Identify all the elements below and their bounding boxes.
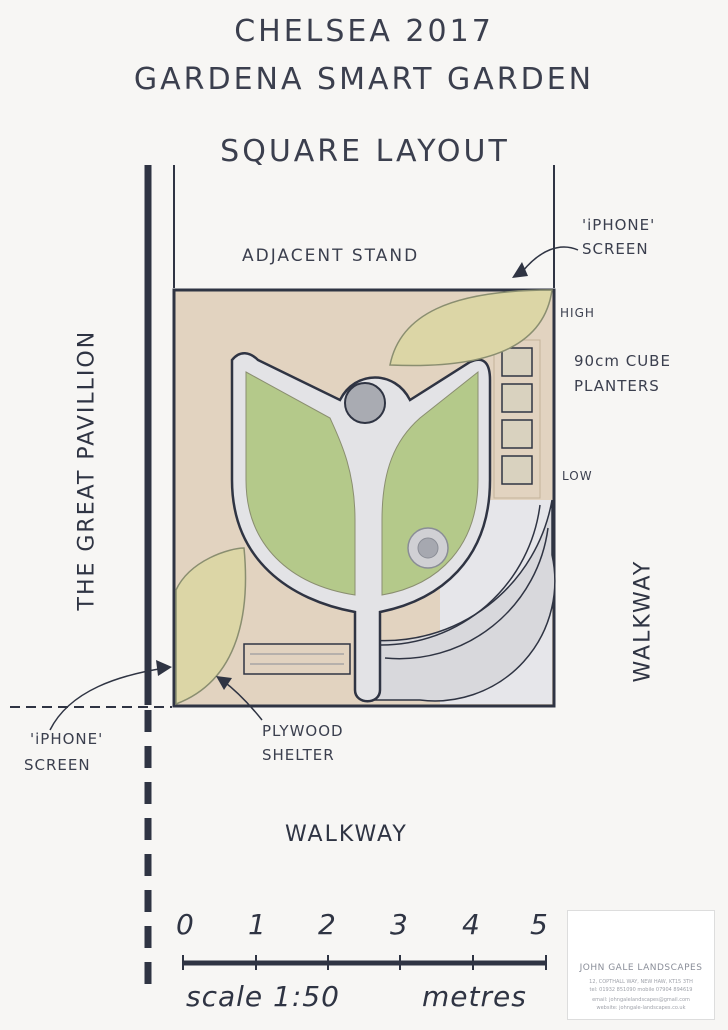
title-line-3: SQUARE LAYOUT bbox=[220, 134, 510, 169]
company-website: website: johngale-landscapes.co.uk bbox=[596, 1005, 686, 1011]
low-label: LOW bbox=[562, 469, 593, 483]
title-line-2: GARDENA SMART GARDEN bbox=[133, 62, 595, 97]
cube-planter bbox=[501, 347, 533, 377]
iphone-screen-top-label-1: 'iPHONE' bbox=[582, 216, 656, 234]
iphone-screen-bottom-label-1: 'iPHONE' bbox=[30, 730, 104, 748]
scale-tick-0: 0 bbox=[176, 908, 196, 941]
water-feature-icon bbox=[344, 382, 386, 424]
tulip-stem bbox=[360, 440, 376, 690]
high-label: HIGH bbox=[560, 306, 595, 320]
title-line-1: CHELSEA 2017 bbox=[234, 14, 494, 49]
lawn-left bbox=[245, 371, 356, 596]
plywood-label-2: SHELTER bbox=[262, 746, 335, 764]
plywood-label-1: PLYWOOD bbox=[262, 722, 344, 740]
great-pavillion-label: THE GREAT PAVILLION bbox=[74, 329, 100, 611]
iphone-screen-top-label-2: SCREEN bbox=[582, 240, 649, 258]
company-logo: JOHN GALE LANDSCAPES 12, COPTHALL WAY, N… bbox=[567, 910, 715, 1020]
arrow-top bbox=[521, 246, 579, 273]
scale-caption: scale 1:50 bbox=[186, 980, 340, 1013]
company-address: 12, COPTHALL WAY, NEW HAW, KT15 3TH bbox=[589, 979, 693, 985]
walkway-right-label: WALKWAY bbox=[630, 559, 656, 683]
cube-planter bbox=[501, 455, 533, 485]
plywood-shelter bbox=[243, 643, 351, 675]
cube-planters-label-1: 90cm CUBE bbox=[574, 352, 671, 370]
iphone-screen-bottom-label-2: SCREEN bbox=[24, 756, 91, 774]
company-phone: tel: 01932 851090 mobile 07904 894619 bbox=[589, 987, 693, 993]
iphone-screen-top bbox=[389, 289, 553, 367]
company-name: JOHN GALE LANDSCAPES bbox=[579, 963, 703, 973]
curved-path bbox=[369, 499, 556, 702]
adjacent-stand-label: ADJACENT STAND bbox=[242, 246, 420, 266]
iphone-screen-bottom bbox=[175, 547, 247, 706]
walkway-bottom-label: WALKWAY bbox=[285, 822, 408, 847]
scale-tick-1: 1 bbox=[248, 908, 268, 941]
scale-unit: metres bbox=[422, 980, 527, 1013]
cube-planter bbox=[501, 383, 533, 413]
company-email: email: johngalelandscapes@gmail.com bbox=[592, 997, 690, 1003]
cube-planter bbox=[501, 419, 533, 449]
lawn-right bbox=[381, 370, 479, 596]
scale-tick-4: 4 bbox=[462, 908, 482, 941]
cube-planters-label-2: PLANTERS bbox=[574, 377, 660, 395]
scale-tick-2: 2 bbox=[318, 908, 338, 941]
scale-tick-3: 3 bbox=[390, 908, 410, 941]
scale-tick-5: 5 bbox=[530, 908, 550, 941]
arrow-bottom-left bbox=[49, 667, 166, 731]
